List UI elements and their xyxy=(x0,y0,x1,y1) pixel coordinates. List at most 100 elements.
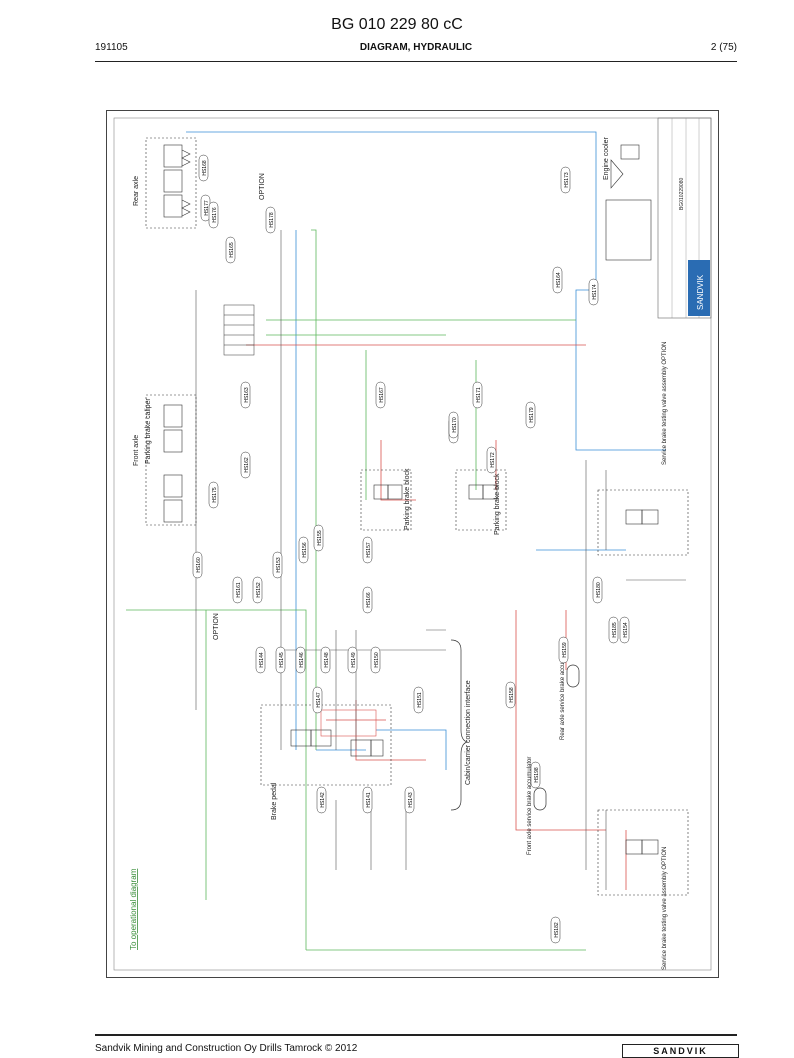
cabin-interface-bracket xyxy=(450,639,469,811)
hose-tag-label: HS153 xyxy=(276,557,282,573)
hose-tag: HS162 xyxy=(240,451,251,479)
hose-tag-label: HS161 xyxy=(236,582,242,598)
test-port-block xyxy=(223,304,255,356)
pressure-lines-green xyxy=(126,229,586,951)
hose-tag: HS153 xyxy=(272,551,283,579)
hose-tag-label: HS146 xyxy=(299,652,305,668)
hose-tag-label: HS173 xyxy=(564,172,570,188)
testing-valve-assemblies xyxy=(597,489,689,896)
hose-tag-label: HS149 xyxy=(351,652,357,668)
front-accumulator-label: Front axle service brake accumulator xyxy=(527,757,533,855)
hose-tag-label: HS178 xyxy=(269,212,275,228)
header-divider xyxy=(95,61,737,62)
hose-tag: HS161 xyxy=(232,576,243,604)
hose-tag: HS177 xyxy=(200,194,211,222)
parking-brake-block-label-2: Parking brake block xyxy=(494,473,501,535)
hose-tag-label: HS145 xyxy=(279,652,285,668)
hose-tag: HS175 xyxy=(208,481,219,509)
section-title: DIAGRAM, HYDRAULIC xyxy=(359,42,473,53)
hose-tag: HS164 xyxy=(552,266,563,294)
parking-brake-blocks xyxy=(360,469,507,531)
hose-tag: HS154 xyxy=(619,616,630,644)
testing-valve-label-2: Service brake testing valve assembly OPT… xyxy=(662,847,668,970)
hose-tag: HS160 xyxy=(192,551,203,579)
title-block-logo: SANDVIK xyxy=(696,274,705,310)
hose-tag: HS173 xyxy=(560,166,571,194)
pressure-lines-red xyxy=(246,344,627,890)
doc-number: 191105 xyxy=(95,42,128,53)
hose-tag: HS149 xyxy=(347,646,358,674)
hose-tag: HS156 xyxy=(298,536,309,564)
hose-tag-label: HS156 xyxy=(302,542,308,558)
page-number: 2 (75) xyxy=(710,42,737,53)
hose-tag-label: HS143 xyxy=(408,792,414,808)
hose-tag-label: HS198 xyxy=(534,767,540,783)
footer-company: Sandvik Mining and Construction Oy Drill… xyxy=(95,1043,358,1054)
hose-tag-label: HS180 xyxy=(596,582,602,598)
hose-tag: HS157 xyxy=(362,536,373,564)
hose-tag: HS144 xyxy=(255,646,266,674)
hose-tag-label: HS155 xyxy=(317,530,323,546)
hose-tag: HS180 xyxy=(592,576,603,604)
hose-tag-label: HS185 xyxy=(612,622,618,638)
rear-axle-calipers xyxy=(145,137,197,229)
hose-tag: HS142 xyxy=(316,786,327,814)
to-operational-diagram-link[interactable]: To operational diagram xyxy=(129,868,138,950)
title-block: SANDVIK BG010229080 xyxy=(657,117,712,319)
hose-tag: HS182 xyxy=(550,916,561,944)
hose-tag-label: HS163 xyxy=(244,387,250,403)
hose-tag-label: HS179 xyxy=(529,407,535,423)
accumulators xyxy=(533,664,580,811)
option-label-1: OPTION xyxy=(259,173,266,200)
testing-valve-label-1: Service brake testing valve assembly OPT… xyxy=(662,342,668,465)
hose-tag: HS168 xyxy=(198,154,209,182)
rear-accumulator-label: Rear axle service brake accumulator xyxy=(560,643,566,740)
hose-tag-label: HS151 xyxy=(417,692,423,708)
footer-divider xyxy=(95,1034,737,1036)
hose-tag: HS198 xyxy=(530,761,541,789)
hose-tag-label: HS159 xyxy=(562,642,568,658)
hose-tag: HS171 xyxy=(472,381,483,409)
front-axle-label: Front axle xyxy=(133,435,140,466)
hose-tag-label: HS157 xyxy=(366,542,372,558)
hose-tag-label: HS148 xyxy=(324,652,330,668)
footer-logo: SANDVIK xyxy=(622,1044,739,1058)
hose-tag: HS170 xyxy=(448,411,459,439)
hose-tag: HS176 xyxy=(208,201,219,229)
engine-cooler xyxy=(605,144,652,261)
hose-tag: HS150 xyxy=(370,646,381,674)
hose-tag: HS155 xyxy=(313,524,324,552)
hose-tag: HS148 xyxy=(320,646,331,674)
hose-tag-label: HS152 xyxy=(256,582,262,598)
hose-tag: HS151 xyxy=(413,686,424,714)
hose-tag-label: HS167 xyxy=(379,387,385,403)
front-axle-calipers xyxy=(145,394,197,526)
hose-tag-label: HS160 xyxy=(196,557,202,573)
hose-tag-label: HS164 xyxy=(556,272,562,288)
hose-tag-label: HS170 xyxy=(452,417,458,433)
hose-tag: HS178 xyxy=(265,206,276,234)
hose-tag: HS143 xyxy=(404,786,415,814)
sandvik-logo xyxy=(688,260,710,316)
hose-tag: HS163 xyxy=(240,381,251,409)
hose-tag-label: HS182 xyxy=(554,922,560,938)
hose-tag-label: HS142 xyxy=(320,792,326,808)
hose-tag-label: HS171 xyxy=(476,387,482,403)
title-block-drawing-no: BG010229080 xyxy=(679,178,685,210)
brake-pedal-valve xyxy=(260,704,392,786)
hose-tag: HS147 xyxy=(312,686,323,714)
hose-tag-label: HS162 xyxy=(244,457,250,473)
cabin-interface-label: Cabin/carrier connection interface xyxy=(465,680,472,785)
hose-tag-label: HS144 xyxy=(259,652,265,668)
hose-tag: HS174 xyxy=(588,278,599,306)
hose-tag-label: HS158 xyxy=(509,687,515,703)
hose-tag: HS158 xyxy=(505,681,516,709)
hose-tag: HS166 xyxy=(362,586,373,614)
hose-tag: HS172 xyxy=(486,446,497,474)
hose-tag: HS167 xyxy=(375,381,386,409)
hose-tag-label: HS168 xyxy=(202,160,208,176)
hose-tag-label: HS141 xyxy=(366,792,372,808)
hose-tag: HS152 xyxy=(252,576,263,604)
hose-tag: HS146 xyxy=(295,646,306,674)
